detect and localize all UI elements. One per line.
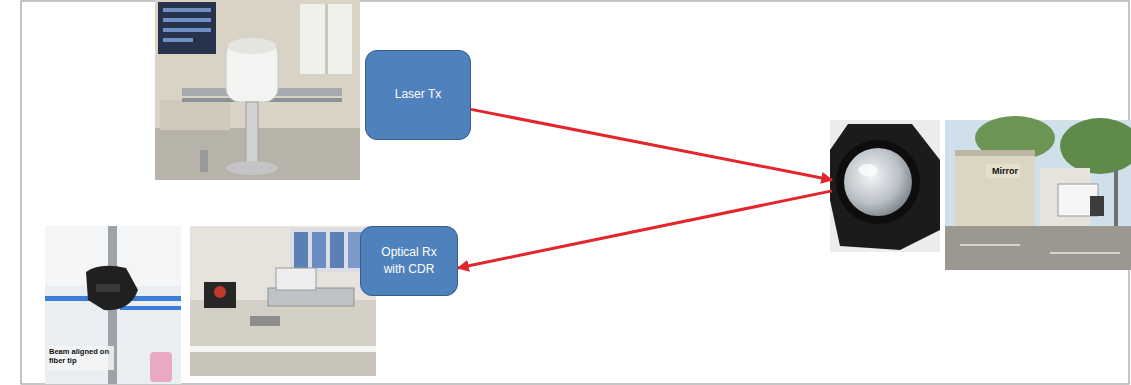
lab-photo-receiver-bench-part [294,232,308,268]
mirror-photo-part [836,140,920,224]
mirror-photo-part [844,148,912,216]
photo-caption: Beam aligned on fiber tip [49,348,113,365]
mirror-photo-part [830,124,940,250]
lab-photo-receiver-bench-part [250,316,280,326]
outdoor-photo [945,116,1131,270]
lab-photo-transmitter-part [228,38,276,54]
lab-photo-transmitter-part [246,102,258,164]
lab-photo-fiber-tip-part [150,352,172,382]
lab-photo-fiber-tip-part [45,226,181,384]
lab-photo-transmitter-part [158,2,216,54]
lab-photo-fiber-tip-part [48,346,114,370]
lab-photo-receiver-bench-part [204,282,236,308]
outdoor-photo-part [986,164,1020,178]
lab-photo-fiber-tip-part [86,266,138,310]
lab-photo-receiver-bench-part [268,288,354,306]
mirror-photo-part [858,164,878,176]
outdoor-photo-part [1090,196,1104,216]
lab-photo-receiver-bench-part [190,346,376,352]
outdoor-photo-part [1060,118,1131,174]
mirror-photo [830,120,940,252]
lab-photo-receiver-bench-part [190,226,376,376]
node-text: Laser Tx [395,86,441,103]
mirror-node: Mirror [832,118,1128,273]
mirror-photo-part [830,120,940,252]
lab-photo-transmitter-part [163,18,211,22]
lab-photo-transmitter-part [163,8,211,12]
lab-photo-transmitter-part [226,161,278,175]
outdoor-photo-part [960,244,1020,246]
lab-photo-transmitter-part [160,100,230,130]
lab-photo-receiver-bench-part [330,232,344,268]
beam-arrow [458,191,832,268]
lab-photo-transmitter-part [163,28,211,32]
frame-border [21,1,1129,384]
lab-photo-transmitter-part [163,38,193,42]
outdoor-photo-part [945,226,1131,270]
lab-photo-receiver-bench [190,226,376,376]
transmitter-box: Laser Tx [365,50,471,140]
lab-photo-fiber-tip [45,226,181,384]
lab-photo-transmitter-part [200,150,208,172]
lab-photo-transmitter-part [300,4,352,74]
node-text: Optical Rx with CDR [369,244,449,279]
lab-photo-receiver-bench-part [190,352,376,376]
outdoor-photo-part [1050,252,1120,254]
outdoor-photo-part [955,150,1035,226]
lab-photo-transmitter-part [155,0,360,180]
lab-photo-receiver-bench-part [214,286,226,298]
lab-photo-fiber-tip-part [96,284,120,292]
beam-arrow [471,109,832,180]
lab-photo-receiver-bench-part [312,232,326,268]
lab-photo-fiber-tip-part [120,306,181,310]
lab-photo-transmitter [155,0,360,180]
lab-photo-transmitter-part [325,4,328,74]
node-text: Mirror [992,166,1018,176]
lab-photo-receiver-bench-part [276,268,316,290]
outdoor-photo-part [1114,170,1118,226]
outdoor-photo-part [955,150,1035,156]
receiver-box: Optical Rx with CDR [360,226,458,296]
